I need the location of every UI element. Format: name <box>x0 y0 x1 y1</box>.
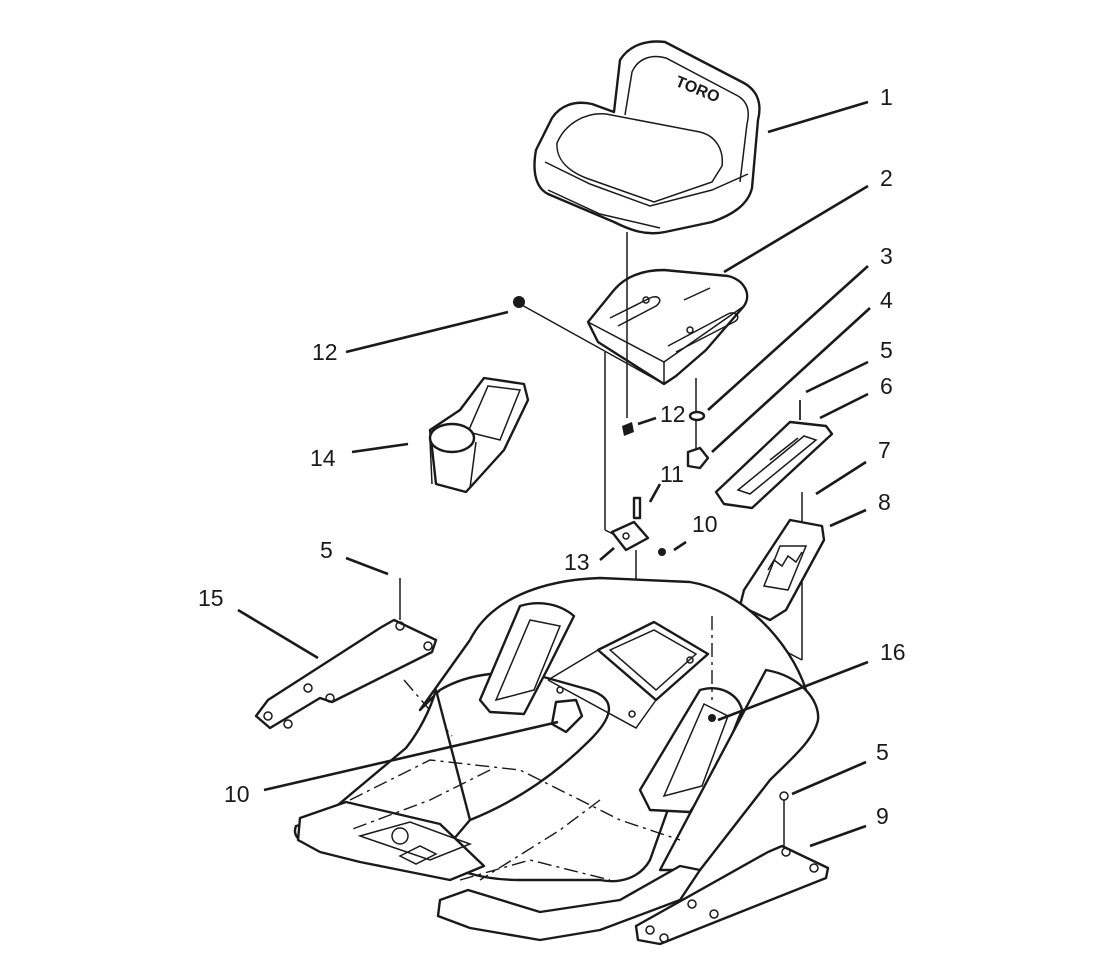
leader-lines <box>237 100 871 848</box>
callout-10-upper: 10 <box>692 511 718 537</box>
callout-12-left: 12 <box>312 339 338 365</box>
floor-plate-15 <box>254 618 438 730</box>
callout-5-lower: 5 <box>876 739 889 765</box>
callout-5-left: 5 <box>320 537 333 563</box>
callout-8: 8 <box>878 489 891 515</box>
callout-15: 15 <box>198 585 224 611</box>
plug-16 <box>708 714 716 722</box>
callout-7: 7 <box>878 437 891 463</box>
bolt-12-top <box>513 296 525 308</box>
seat-bracket <box>586 268 749 386</box>
callout-2: 2 <box>880 165 893 191</box>
plate-6 <box>714 420 834 510</box>
knob-4 <box>686 446 710 470</box>
callout-1: 1 <box>880 84 893 110</box>
seat: TORO <box>533 40 761 235</box>
screw-11 <box>632 496 642 520</box>
callout-11: 11 <box>660 461 684 487</box>
callout-4: 4 <box>880 287 893 313</box>
nut-12 <box>622 422 634 436</box>
callout-16: 16 <box>880 639 906 665</box>
cup-holder <box>428 376 530 494</box>
callout-14: 14 <box>310 445 336 471</box>
callout-12-center: 12 <box>660 401 686 427</box>
floor-plate-9 <box>634 844 830 946</box>
nut-10-upper <box>658 548 666 556</box>
callout-10-lower: 10 <box>224 781 250 807</box>
callout-9: 9 <box>876 803 889 829</box>
callouts: 1 2 3 4 5 6 7 8 12 14 11 10 13 5 15 16 1… <box>198 84 906 829</box>
bracket-13 <box>610 520 650 552</box>
shift-plate-8 <box>738 518 826 622</box>
callout-5-upper: 5 <box>880 337 893 363</box>
callout-6: 6 <box>880 373 893 399</box>
frame-body <box>293 576 820 942</box>
washer-3 <box>688 410 706 422</box>
callout-3: 3 <box>880 243 893 269</box>
nut-10-lower <box>550 698 584 734</box>
callout-13: 13 <box>564 549 590 575</box>
